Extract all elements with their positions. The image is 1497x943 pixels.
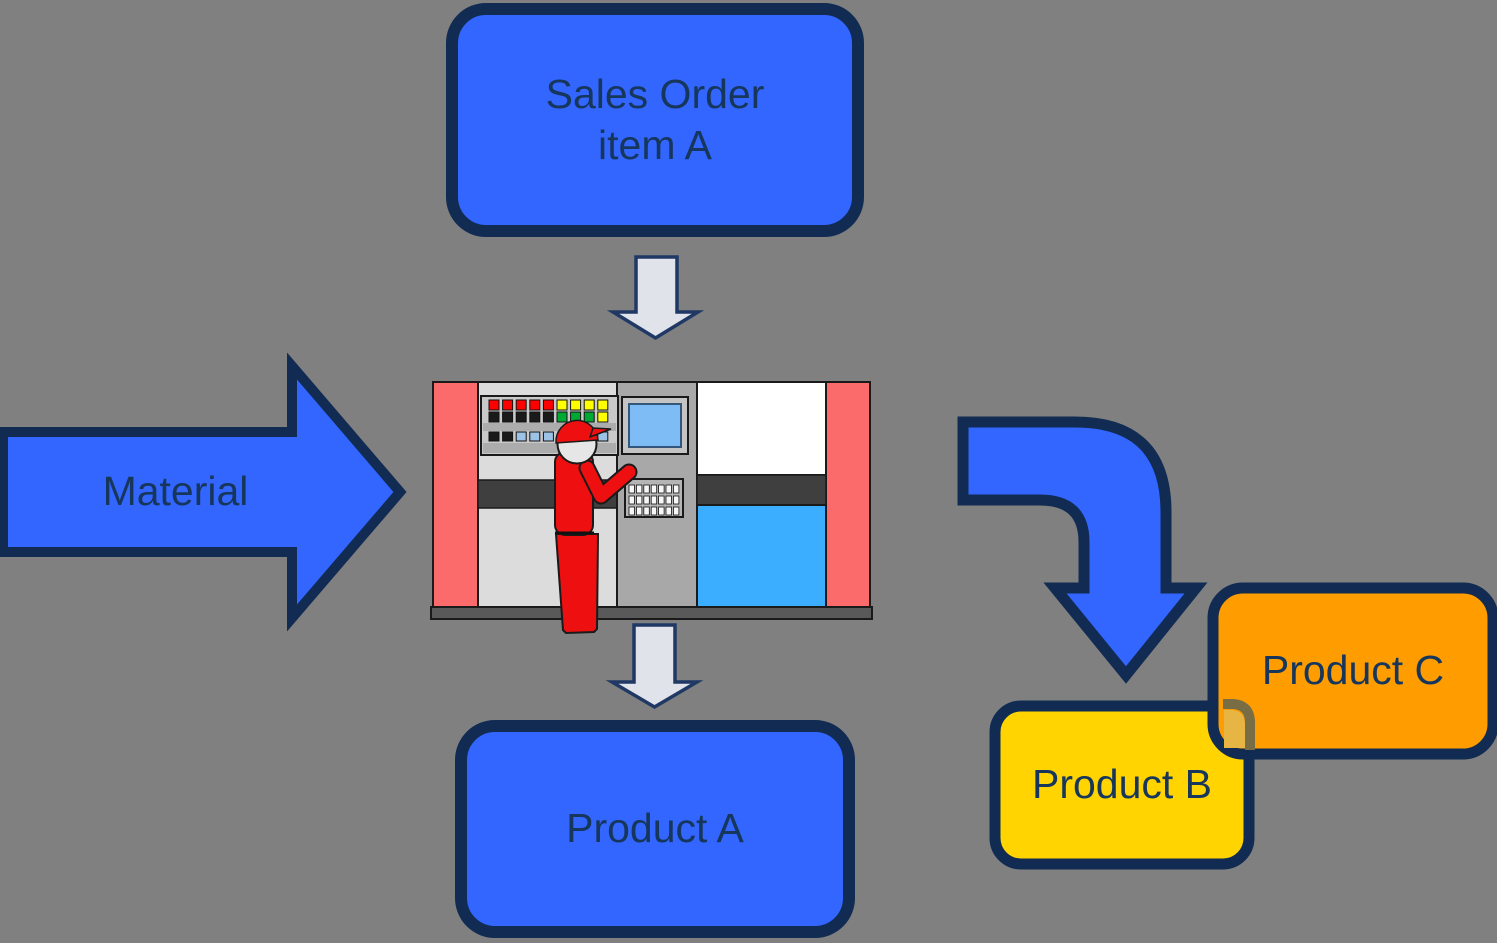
keypad-key [636,495,643,505]
keypad-key [658,495,665,505]
keypad-key [636,484,643,494]
product-a-node [455,720,855,938]
keypad-key [673,484,680,494]
indicator-light [488,431,500,442]
board-bottom-strip [483,443,616,453]
curved-arrow [957,416,1208,684]
indicator-light [529,411,541,423]
indicator-light [556,399,568,411]
keypad-key [650,495,658,505]
overlap-blend-arc [1223,699,1255,750]
indicator-light [542,411,554,423]
indicator-light [515,431,527,442]
machine-dark-band-right [696,474,827,506]
machine-white-section [696,381,827,476]
control-board-icon [480,395,619,456]
operator-arm [580,461,636,503]
keypad-key [636,506,643,516]
keypad-key [643,506,650,516]
indicator-light [488,411,500,423]
indicator-light [542,399,554,411]
indicator-light [502,411,514,423]
indicator-light [529,399,541,411]
keypad-key [628,484,635,494]
monitor-screen [628,403,682,448]
product-c-node [1207,582,1497,760]
indicator-light [515,411,527,423]
indicator-light [502,431,514,442]
keypad-key [650,484,658,494]
keypad-key [658,506,665,516]
operator-cap-brim [588,427,612,439]
down-arrow-bottom [605,623,704,710]
keypad-key [665,495,672,505]
keypad-key [673,506,680,516]
material-arrow [0,352,407,632]
indicator-light [583,411,595,423]
keypad-key [673,495,680,505]
indicator-lights-row-3 [488,431,609,442]
keypad-icon [624,478,684,518]
board-divider-strip [483,423,616,431]
keypad-key [650,506,658,516]
indicator-light [529,431,541,442]
keypad-key [665,484,672,494]
keypad-key [658,484,665,494]
machine-left-pillar [432,381,479,608]
machine-right-pillar [825,381,871,608]
machine-base [430,606,873,620]
overlap-blend-fill [1224,710,1245,748]
indicator-light [556,411,568,423]
indicator-light [502,399,514,411]
down-arrow-top [606,255,705,341]
indicator-light [570,399,582,411]
indicator-light [542,431,554,442]
indicator-light [597,411,609,423]
indicator-lights-row-2 [488,411,609,423]
indicator-light [583,399,595,411]
monitor-icon [621,396,689,455]
indicator-lights-row-1 [488,399,609,411]
product-b-node [989,700,1255,870]
keypad-key [628,506,635,516]
keypad-key [643,495,650,505]
machine-operator-icon [554,419,638,635]
keypad-key [643,484,650,494]
keypad-key [665,506,672,516]
machine-illustration [430,381,873,635]
operator-legs [554,533,600,635]
machine-blue-tank [696,504,827,608]
sales-order-node [446,3,864,237]
keypad-key [628,495,635,505]
indicator-light [515,399,527,411]
indicator-light [597,399,609,411]
indicator-light [488,399,500,411]
